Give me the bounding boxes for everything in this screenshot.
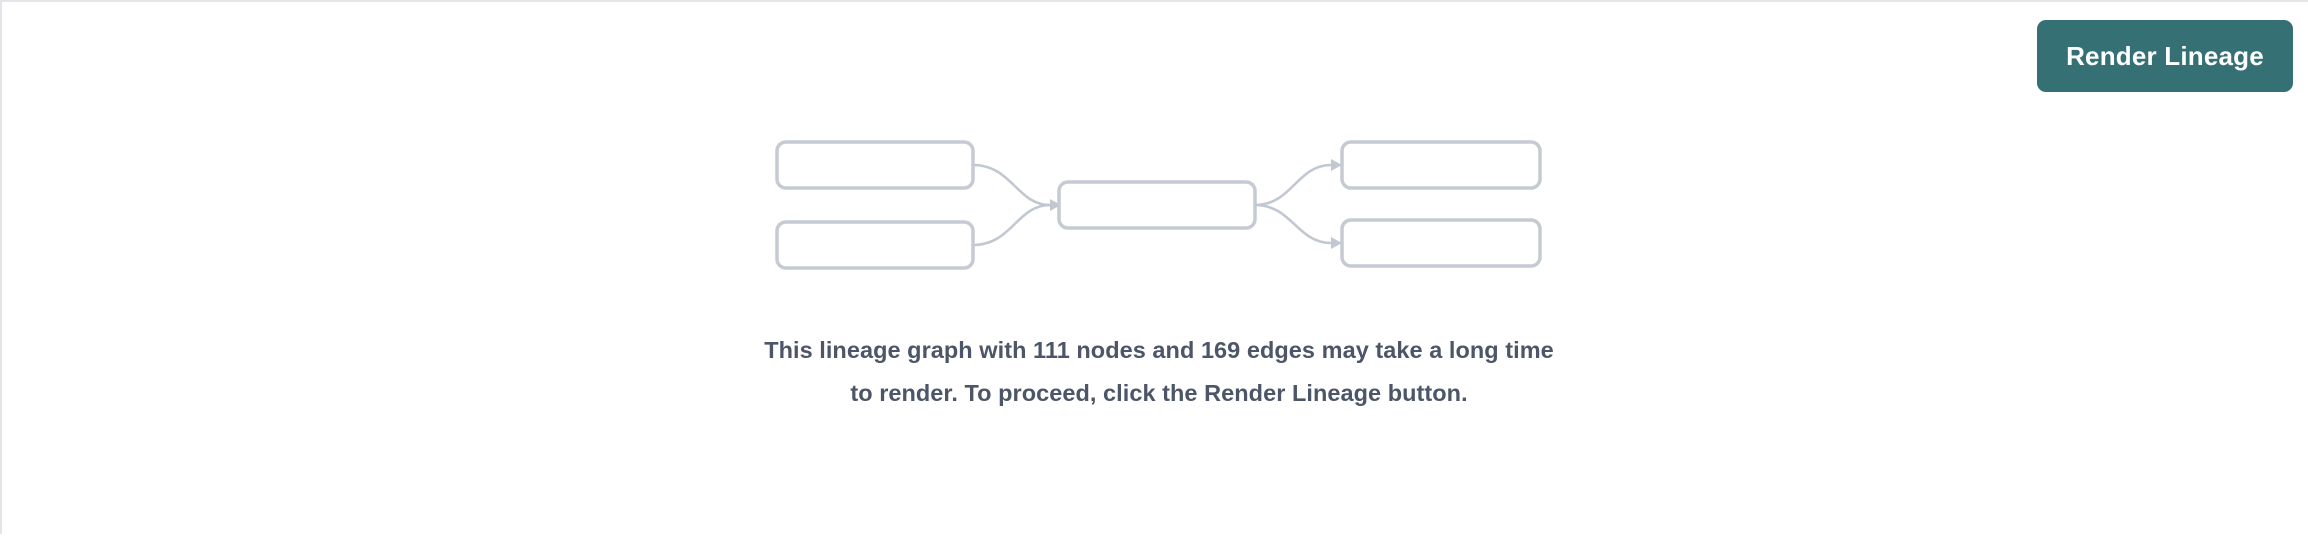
lineage-node-upstream-1 bbox=[775, 140, 975, 190]
lineage-edge-focus-to-downstream-1 bbox=[1254, 159, 1342, 207]
render-lineage-button[interactable]: Render Lineage bbox=[2037, 20, 2293, 92]
lineage-node-downstream-2 bbox=[1340, 218, 1542, 268]
lineage-node-downstream-1 bbox=[1340, 140, 1542, 190]
lineage-warning-message: This lineage graph with 111 nodes and 16… bbox=[764, 337, 1554, 406]
lineage-node-focus bbox=[1057, 180, 1257, 230]
lineage-edge-upstream-1-to-focus bbox=[972, 163, 1051, 207]
lineage-graph-illustration bbox=[775, 140, 1542, 270]
lineage-node-upstream-2 bbox=[775, 220, 975, 270]
lineage-edge-upstream-2-to-focus bbox=[972, 199, 1061, 247]
lineage-edge-focus-to-downstream-2 bbox=[1254, 203, 1342, 249]
